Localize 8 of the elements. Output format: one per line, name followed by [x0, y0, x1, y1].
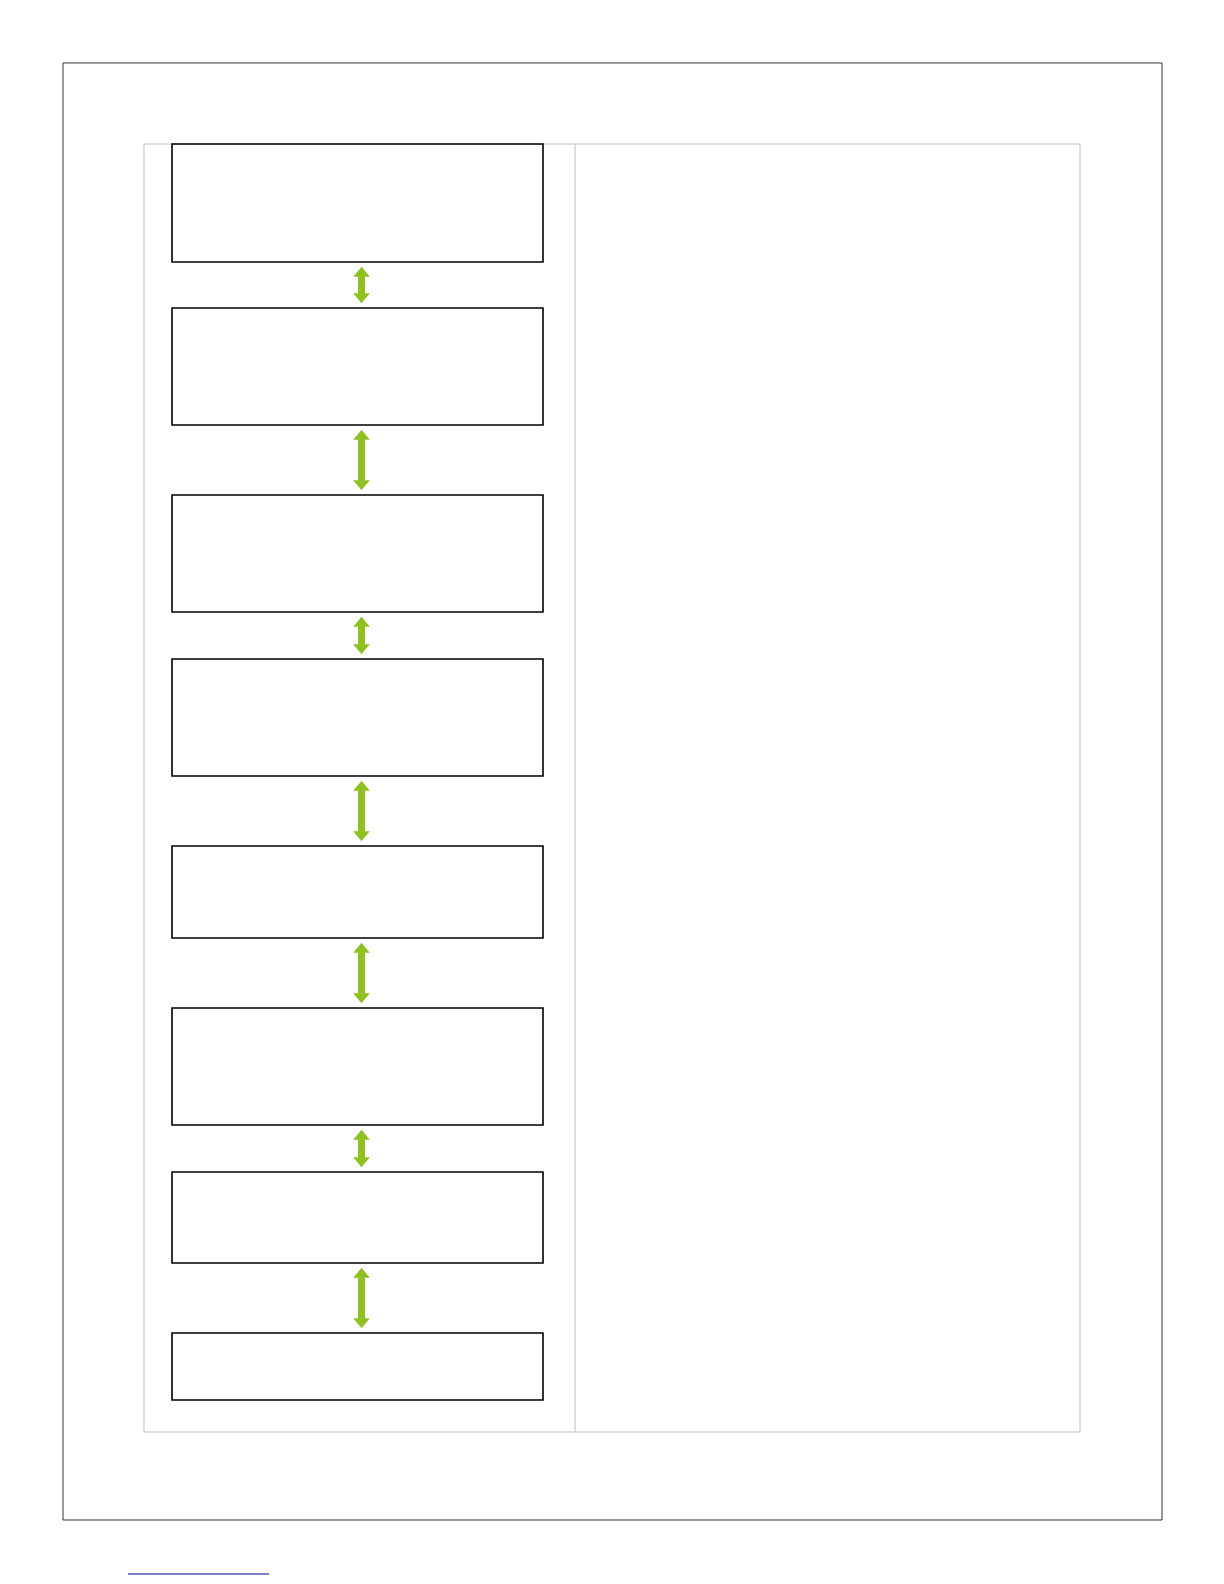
process-box [171, 1332, 544, 1401]
process-box [171, 1171, 544, 1264]
process-box [171, 307, 544, 426]
process-box [171, 658, 544, 777]
process-box [171, 1007, 544, 1126]
process-box [171, 494, 544, 613]
process-box [171, 143, 544, 263]
process-box [171, 845, 544, 939]
